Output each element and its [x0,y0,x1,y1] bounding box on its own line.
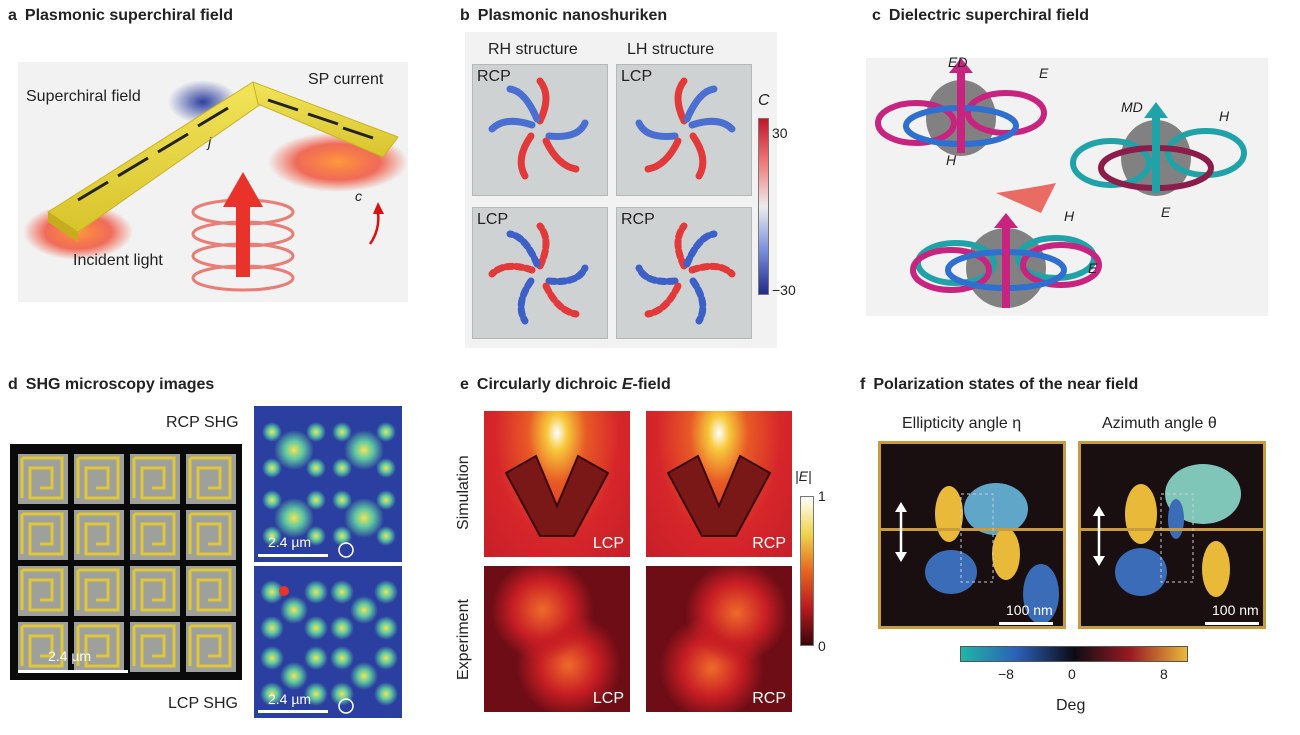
shg-rcp-heatmap [262,422,396,558]
scale-bar [18,670,128,673]
scale-bar-label: 100 nm [1212,602,1259,618]
plasmonic-structure-illustration: j [23,80,408,292]
sp-current-label: SP current [308,71,384,88]
h-field-label: H [946,152,957,168]
scale-bar [1205,622,1259,625]
e-field-label: E [1161,204,1171,220]
colorbar-e-max: 1 [818,488,826,504]
magnetic-dipole-label: MD [1121,99,1143,115]
tile-polarization-label: LCP [592,535,624,552]
exp-lcp-map: LCP [484,566,630,712]
simulation-row-label: Simulation [455,455,472,530]
colorbar-b-label: C [758,92,770,109]
colorbar-e [800,496,814,646]
scale-bar [999,622,1053,625]
azimuth-title: Azimuth angle θ [1102,415,1217,432]
tile-polarization-label: RCP [477,68,511,85]
shg-rcp-map: 2.4 µm [254,406,402,562]
e-field-label: E [1039,65,1049,81]
v-antenna-shape [666,454,772,537]
panel-a-figure: j Superchiral field SP current c Inciden… [18,62,408,302]
rh-structure-label: RH structure [488,41,578,58]
speed-of-light-label: c [355,188,362,204]
tile-polarization-label: LCP [621,68,653,85]
shuriken-field-map [488,222,589,325]
ellipticity-heatmap [881,483,1063,624]
exp-rcp-map: RCP [646,566,792,712]
superchiral-field-label: Superchiral field [26,88,141,105]
colorbar-b-min: −30 [772,282,796,298]
h-field-label: H [1064,208,1075,224]
lh-structure-label: LH structure [627,41,715,58]
e-field-label: E [1088,260,1098,276]
shuriken-field-map [635,77,736,180]
scale-bar-label: 2.4 µm [48,648,92,664]
shuriken-tile-lh-lcp: LCP [616,64,752,196]
colorbar-b [758,118,769,295]
colorbar-f-max: 8 [1160,666,1168,682]
ellipticity-title: Ellipticity angle η [902,415,1022,432]
azimuth-heatmap [1081,464,1263,597]
tile-polarization-label: LCP [477,211,509,228]
h-field-label: H [1219,108,1230,124]
scale-bar-label: 2.4 µm [268,691,312,707]
gammadion-array [14,448,238,676]
sem-image: 2.4 µm [10,444,242,680]
v-antenna-shape [504,454,610,537]
colorbar-e-label: |E| [795,468,812,484]
colorbar-f-unit: Deg [1056,697,1086,714]
colorbar-f-mid: 0 [1068,666,1076,682]
colorbar-b-max: 30 [772,125,788,141]
current-density-label: j [206,134,212,150]
azimuth-map: 100 nm [1078,441,1266,629]
shg-lcp-map: 2.4 µm [254,566,402,718]
circular-polarization-icon [338,542,354,558]
experiment-row-label: Experiment [455,599,472,680]
ellipticity-map: 100 nm [878,441,1066,629]
scale-bar-label: 2.4 µm [268,534,312,550]
scale-bar [258,710,328,713]
panel-c-figure: ED E H MD H E H E [866,54,1268,316]
tile-polarization-label: RCP [752,690,786,707]
shuriken-tile-rh-lcp: LCP [472,207,608,339]
shuriken-field-map [635,222,736,325]
tile-polarization-label: RCP [752,535,786,552]
circular-polarization-icon [338,698,354,714]
tile-polarization-label: RCP [621,211,655,228]
incident-light-label: Incident light [73,252,163,269]
lcp-shg-label: LCP SHG [168,695,238,712]
shuriken-field-map [488,77,589,180]
colorbar-e-min: 0 [818,638,826,654]
colorbar-f [960,646,1188,662]
tile-polarization-label: LCP [592,690,624,707]
sim-rcp-map: RCP [646,411,792,557]
sim-lcp-map: LCP [484,411,630,557]
rcp-shg-label: RCP SHG [166,414,239,431]
shuriken-tile-lh-rcp: RCP [616,207,752,339]
scale-bar [258,554,328,557]
electric-dipole-label: ED [948,54,968,70]
dielectric-dipole-illustration [875,58,1247,308]
shg-lcp-heatmap [260,580,398,714]
shuriken-tile-rh-rcp: RCP [472,64,608,196]
scale-bar-label: 100 nm [1006,602,1053,618]
colorbar-f-min: −8 [998,666,1014,682]
